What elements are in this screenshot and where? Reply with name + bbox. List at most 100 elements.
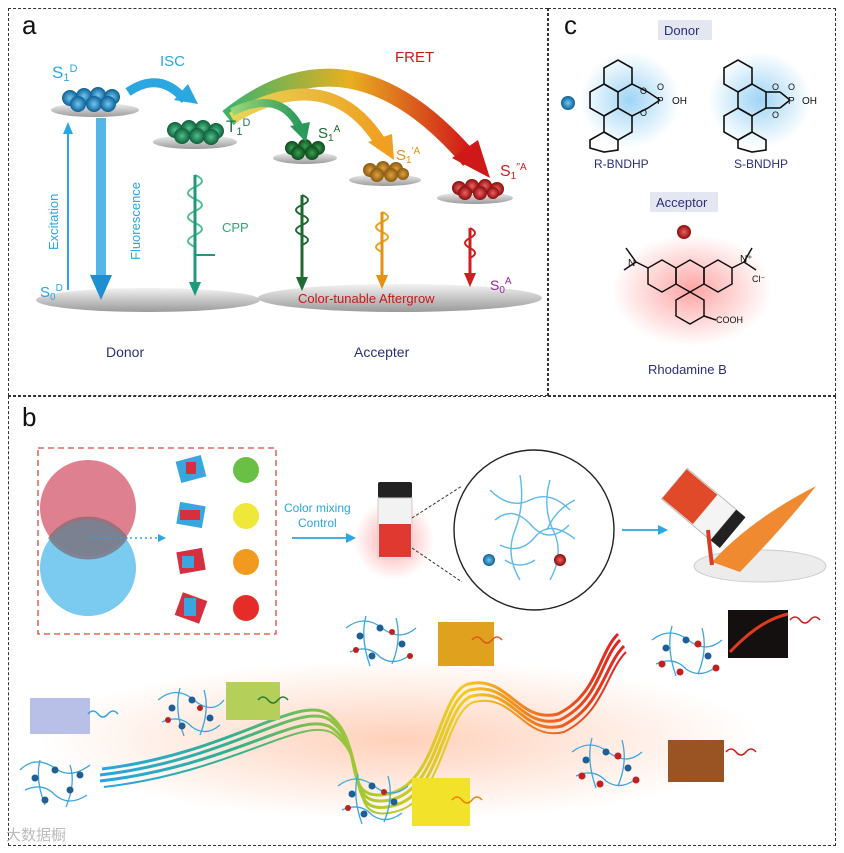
red-emission-arrowhead xyxy=(464,273,476,287)
s1pa-balls xyxy=(363,161,409,182)
poured-film xyxy=(712,486,816,572)
network-blob-6 xyxy=(571,737,643,789)
green-transfer-arrow xyxy=(230,99,304,130)
network-blob-5-redballs xyxy=(658,640,720,676)
donor-ball-icon xyxy=(561,96,575,110)
network-acceptor-ball xyxy=(554,554,566,566)
green-emission-arrowhead xyxy=(296,277,308,291)
isc-label: ISC xyxy=(160,53,185,70)
mixing-dotted-arrowhead xyxy=(158,534,166,542)
fluorescence-arrow xyxy=(96,118,106,278)
acceptor-heading-bg xyxy=(650,192,718,212)
donor-ground-plate xyxy=(36,288,260,312)
network-blob-4-balls xyxy=(348,782,398,818)
yellow-dot xyxy=(233,503,259,529)
fiber-mix-3 xyxy=(176,547,206,575)
r-bndhp-oh: OH xyxy=(672,96,687,107)
orange-arrowhead xyxy=(368,134,394,160)
s1a-label: S1A xyxy=(318,124,341,144)
polymer-network xyxy=(489,474,576,581)
network-blob-6-redballs xyxy=(578,752,640,788)
accepter-label: Accepter xyxy=(354,344,410,360)
t1d-label: T1D xyxy=(226,117,251,138)
s0d-label: S0D xyxy=(40,283,63,303)
s-bndhp-o2: O xyxy=(772,110,779,120)
zoom-circle xyxy=(453,449,615,611)
fiber-mix-4 xyxy=(174,592,208,624)
network-blob-1-balls xyxy=(31,766,84,804)
donor-s1-balls xyxy=(62,87,120,112)
panel-c-frame xyxy=(548,8,836,396)
panel-b-label: b xyxy=(22,402,37,432)
r-bndhp-o2: O xyxy=(640,108,647,118)
cpp-label: CPP xyxy=(222,220,249,235)
brown-sample-wave xyxy=(725,748,757,756)
fret-arrow xyxy=(222,68,477,166)
donor-heading: Donor xyxy=(664,23,700,38)
isc-arrowhead xyxy=(174,84,198,104)
color-mixing-label-1: Color mixing xyxy=(284,501,351,515)
r-bndhp-glow xyxy=(580,52,680,148)
green-emission-spring xyxy=(295,194,309,246)
rhodamine-label: Rhodamine B xyxy=(648,362,727,377)
red-emission-spring xyxy=(464,227,476,259)
network-blob-3-balls xyxy=(356,624,406,660)
overlap-region xyxy=(48,516,128,560)
petri-dish xyxy=(693,549,827,583)
vial-cap xyxy=(378,482,412,498)
donor-heading-bg xyxy=(658,20,712,40)
s-bndhp-oh: OH xyxy=(802,96,817,107)
r-bndhp-o1: O xyxy=(640,86,647,96)
aftergrow-label: Color-tunable Aftergrow xyxy=(298,291,435,306)
watermark: 大数据橱 xyxy=(6,826,67,844)
pour-arrowhead xyxy=(658,525,668,535)
s-bndhp-o1: O xyxy=(772,82,779,92)
orange-sample xyxy=(438,622,494,666)
fret-arrowhead xyxy=(452,140,490,178)
network-blob-3-redballs xyxy=(353,629,413,659)
color-mixing-arrowhead xyxy=(346,533,356,543)
s1a-balls xyxy=(285,139,325,160)
blue-sample xyxy=(30,698,90,734)
cpp-arrowhead xyxy=(189,282,201,296)
s1ppa-label: S1′′A xyxy=(500,162,527,182)
fret-label: FRET xyxy=(395,49,434,66)
network-blob-5-balls xyxy=(662,636,712,660)
rhodamine-structure xyxy=(623,247,757,325)
s1ppa-balls xyxy=(452,179,504,200)
orange-emission-arrowhead xyxy=(376,275,388,289)
acceptor-ground-plate xyxy=(258,284,542,312)
orange-dot xyxy=(233,549,259,575)
blue-sample-wave xyxy=(87,710,119,718)
fiber-mix-1 xyxy=(175,455,207,483)
fluorescence-label: Fluorescence xyxy=(128,182,143,260)
red-dot xyxy=(233,595,259,621)
green-arrowhead xyxy=(290,122,310,142)
s1a-plate xyxy=(273,152,337,164)
green-sample xyxy=(226,682,280,720)
s-bndhp-p: P xyxy=(788,96,795,107)
panel-b-frame xyxy=(8,396,836,846)
red-glow-sample-wave xyxy=(789,616,821,624)
s1d-label: S1D xyxy=(52,63,77,84)
panel-a-frame xyxy=(8,8,548,396)
network-donor-ball xyxy=(483,554,495,566)
rhodamine-nplus: N⁺ xyxy=(740,254,753,265)
r-bndhp-structure xyxy=(589,59,661,153)
network-blob-2-redballs xyxy=(165,705,203,723)
color-mixing-label-2: Control xyxy=(298,516,337,530)
s-bndhp-o3: O xyxy=(788,82,795,92)
pouring-vial xyxy=(660,467,746,548)
rhodamine-n: N xyxy=(628,258,635,269)
brown-sample xyxy=(668,740,724,782)
color-mixing-box xyxy=(37,447,277,635)
r-bndhp-label: R-BNDHP xyxy=(594,157,649,171)
donor-label: Donor xyxy=(106,344,144,360)
wave-glow xyxy=(40,660,760,820)
s-bndhp-glow xyxy=(708,52,812,148)
panel-a-label: a xyxy=(22,10,37,40)
network-blob-2-balls xyxy=(168,696,214,730)
r-bndhp-o3: O xyxy=(657,82,664,92)
s-bndhp-label: S-BNDHP xyxy=(734,157,788,171)
